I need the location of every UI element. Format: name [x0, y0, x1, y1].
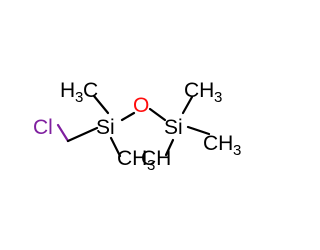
atom-o: O: [133, 94, 149, 117]
bond-si-left-ch3-bottom: [109, 136, 122, 158]
bond-si-right-ch3-bottom: [164, 138, 175, 157]
methyl-left-bottom-subscript: 3: [147, 157, 155, 174]
atom-si-left: Si: [96, 116, 115, 139]
methyl-right-side-subscript: 3: [233, 142, 241, 159]
bond-o-si-right: [148, 107, 167, 122]
methyl-left-top-c: C: [83, 79, 98, 102]
methyl-left-top-h: H: [60, 79, 75, 102]
methyl-right-top-subscript: 3: [214, 89, 222, 106]
bond-si-left-ch3-top: [92, 94, 110, 115]
structure-canvas: Cl Si O Si H 3 C CH 3 CH 3 CH 3 CH: [33, 79, 241, 174]
bond-si-left-o: [120, 111, 136, 122]
atom-si-right: Si: [164, 116, 183, 139]
bond-si-right-ch3-right: [186, 125, 211, 136]
bond-ch2-si-left: [66, 126, 99, 143]
chemical-structure: Cl Si O Si H 3 C CH 3 CH 3 CH 3 CH: [33, 79, 241, 174]
methyl-right-bottom-label: CH: [141, 147, 171, 170]
methyl-left-top-subscript: 3: [75, 89, 83, 106]
methyl-right-top-label: CH: [184, 79, 214, 102]
bond-si-right-ch3-top: [181, 95, 194, 115]
bond-cl-ch2: [56, 123, 70, 143]
methyl-left-bottom-label: CH: [117, 147, 147, 170]
atom-cl: Cl: [33, 116, 53, 139]
methyl-right-side-label: CH: [203, 132, 233, 155]
